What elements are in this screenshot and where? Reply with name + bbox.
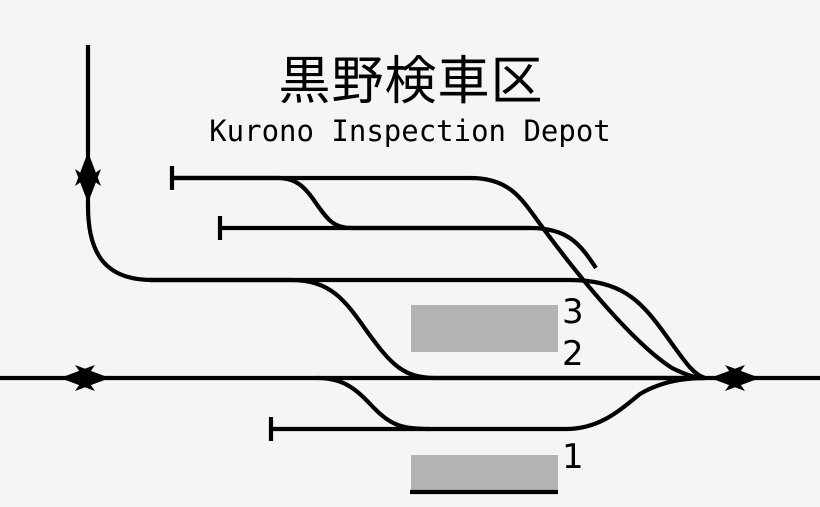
second-siding-track xyxy=(220,225,598,270)
upper-siding-right-descent xyxy=(172,175,706,381)
vertical-arrow-down-head xyxy=(75,169,101,203)
right-arrow-head-east xyxy=(725,365,760,391)
upper-siding-track xyxy=(172,175,530,231)
vertical-to-horizontal-curve xyxy=(85,205,153,283)
siding-1-track xyxy=(271,375,706,432)
depot-shed-lower xyxy=(411,455,558,491)
track-3-mainline-link xyxy=(150,277,705,381)
left-arrow-head-east xyxy=(75,365,110,391)
track-3-right-descent xyxy=(150,277,706,381)
depot-shed-upper xyxy=(411,305,558,352)
siding-1-entry-curve xyxy=(317,375,431,432)
